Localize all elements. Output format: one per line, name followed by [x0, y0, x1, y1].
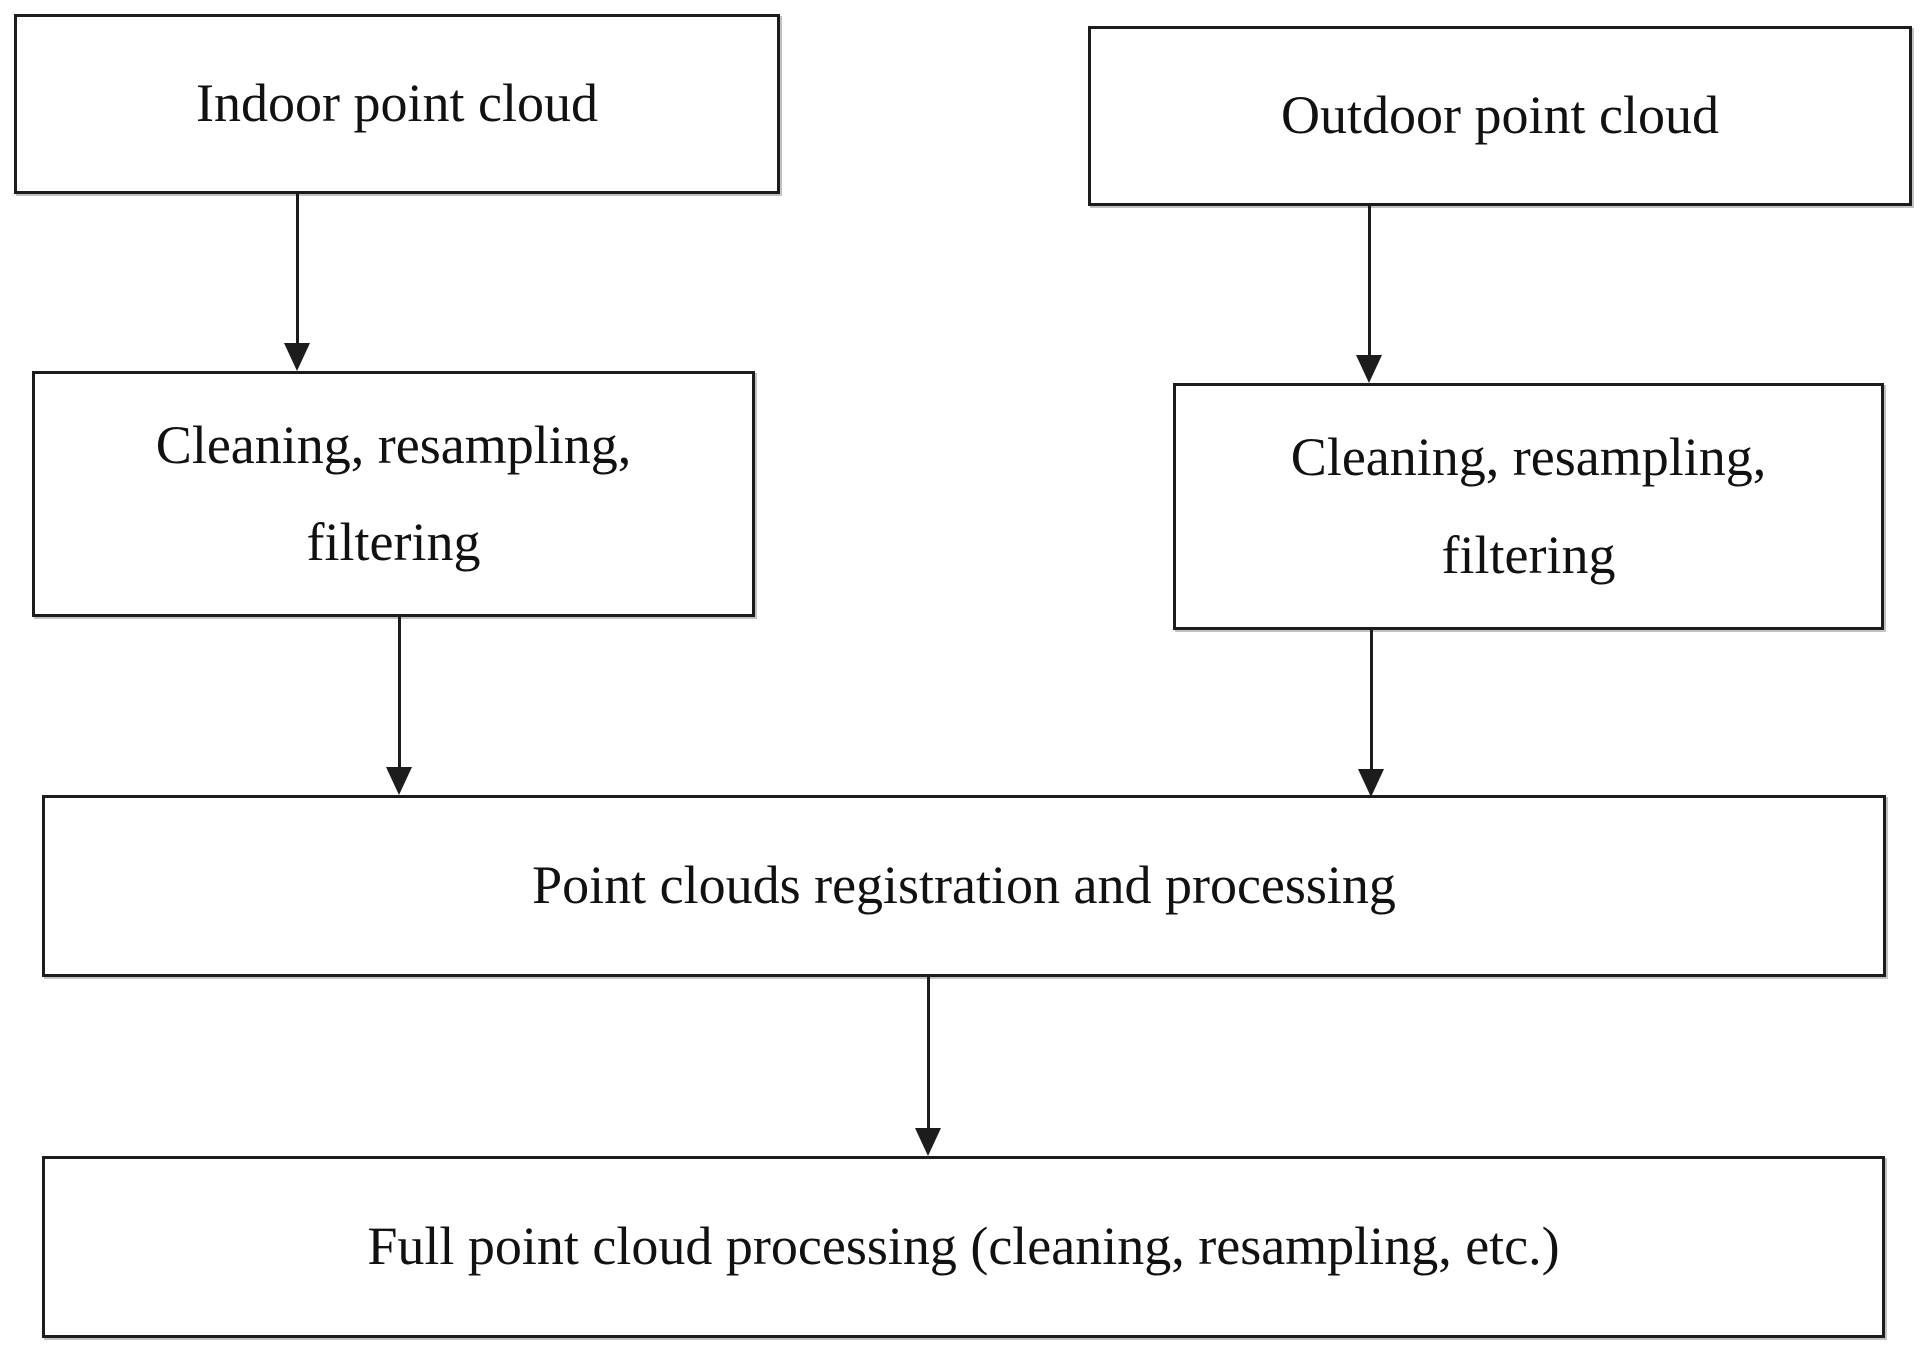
- arrow-cleaning-right-to-registration: [1358, 630, 1384, 797]
- node-point-clouds-registration: Point clouds registration and processing: [42, 795, 1886, 977]
- node-cleaning-resampling-filtering-left: Cleaning, resampling, filtering: [32, 371, 755, 617]
- arrow-shaft: [1369, 630, 1373, 772]
- arrow-shaft: [295, 194, 299, 346]
- arrow-shaft: [926, 977, 930, 1131]
- node-registration-label: Point clouds registration and processing: [532, 855, 1396, 916]
- arrow-down-icon: [284, 343, 310, 371]
- arrow-down-icon: [1358, 769, 1384, 797]
- node-clean-right-line2: filtering: [1441, 524, 1616, 585]
- node-full-point-cloud-processing: Full point cloud processing (cleaning, r…: [42, 1156, 1885, 1338]
- arrow-cleaning-left-to-registration: [386, 617, 412, 795]
- node-clean-left-line1: Cleaning, resampling,: [155, 414, 632, 475]
- arrow-indoor-to-cleaning: [284, 194, 310, 371]
- node-full-label: Full point cloud processing (cleaning, r…: [367, 1216, 1560, 1277]
- arrow-down-icon: [386, 767, 412, 795]
- arrow-down-icon: [1356, 355, 1382, 383]
- arrow-outdoor-to-cleaning: [1356, 206, 1382, 383]
- arrow-shaft: [1367, 206, 1371, 358]
- node-cleaning-resampling-filtering-right: Cleaning, resampling, filtering: [1173, 383, 1884, 630]
- arrow-down-icon: [915, 1128, 941, 1156]
- node-outdoor-label: Outdoor point cloud: [1281, 85, 1719, 146]
- node-clean-left-line2: filtering: [306, 512, 481, 572]
- node-outdoor-point-cloud: Outdoor point cloud: [1088, 26, 1912, 206]
- arrow-registration-to-full-processing: [915, 977, 941, 1156]
- node-clean-right-line1: Cleaning, resampling,: [1290, 427, 1767, 488]
- node-indoor-label: Indoor point cloud: [196, 73, 598, 134]
- node-indoor-point-cloud: Indoor point cloud: [14, 14, 780, 194]
- arrow-shaft: [397, 617, 401, 770]
